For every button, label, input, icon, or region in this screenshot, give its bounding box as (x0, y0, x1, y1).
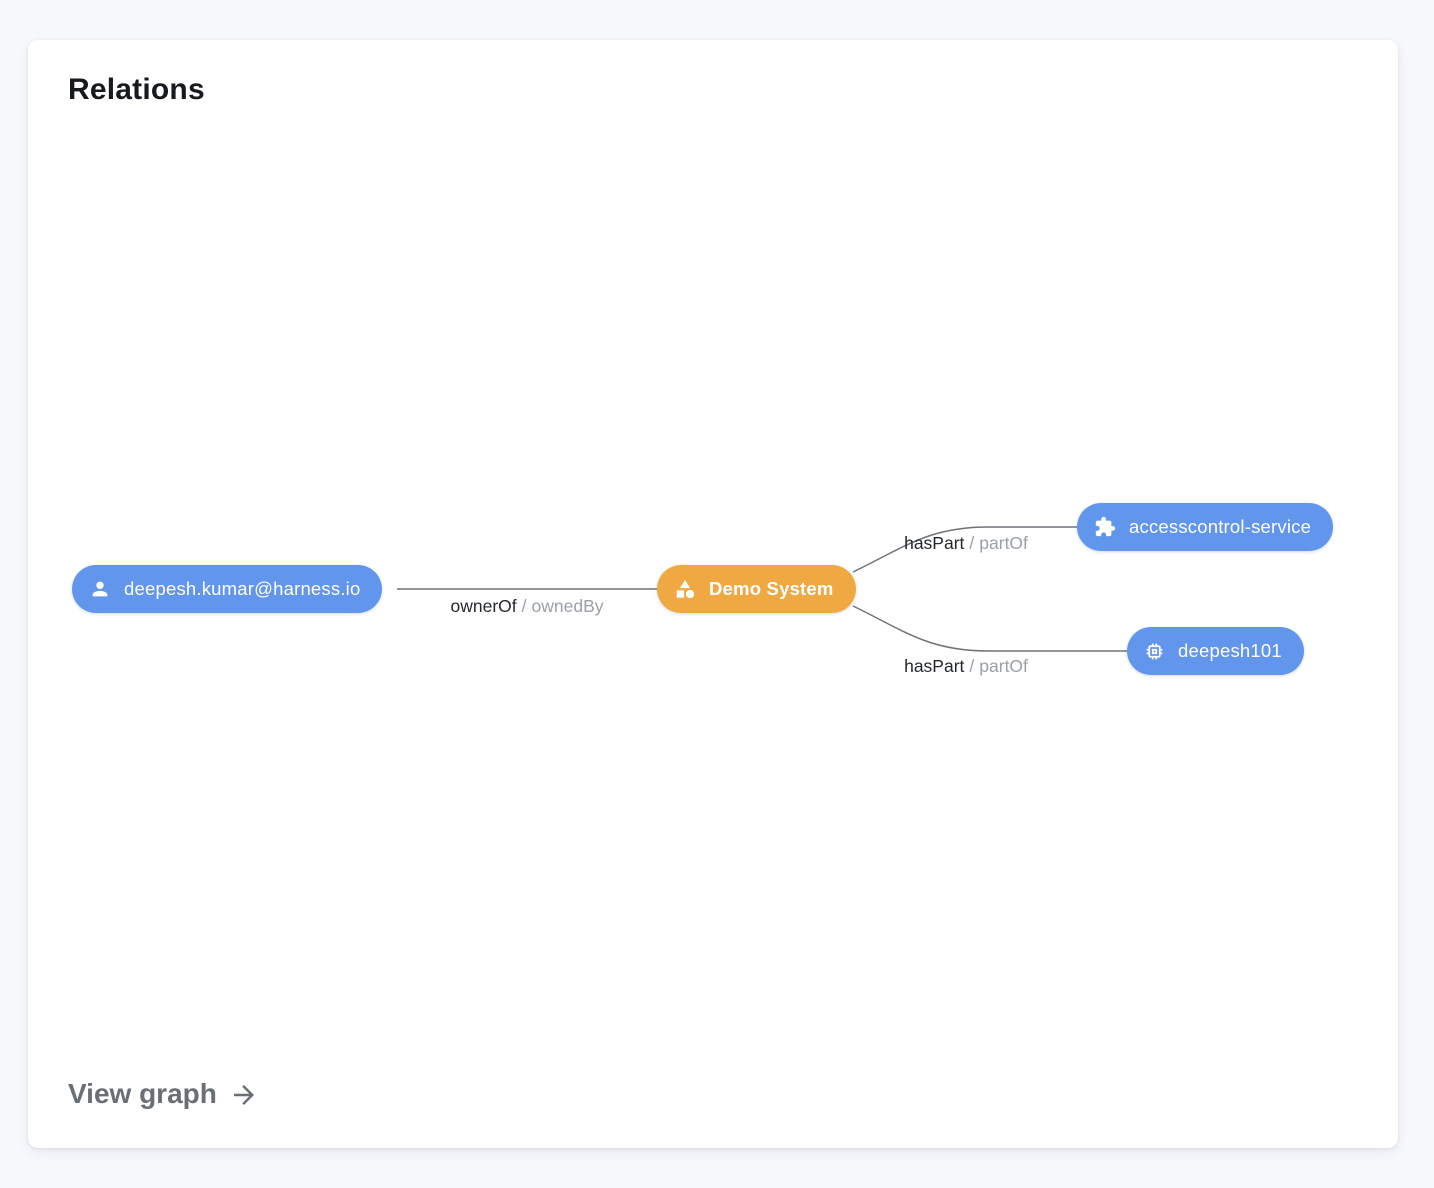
relations-edges (397, 526, 1127, 652)
node-label: deepesh.kumar@harness.io (124, 578, 361, 599)
edge-label-owner: ownerOf/ownedBy (450, 596, 603, 617)
edge-label-haspart-bottom: hasPart/partOf (904, 656, 1028, 677)
edge-relation-secondary: partOf (979, 656, 1028, 676)
relations-graph: deepesh.kumar@harness.io Demo System acc… (28, 40, 1398, 1148)
edge-relation-separator: / (969, 533, 975, 553)
view-graph-label: View graph (68, 1078, 217, 1109)
chip-icon (1144, 641, 1165, 662)
edge-relation-secondary: ownedBy (531, 596, 604, 616)
arrow-right-icon (229, 1078, 259, 1110)
node-system[interactable]: Demo System (657, 565, 856, 613)
edge-line-haspart-bottom (852, 605, 1127, 652)
edge-relation-primary: ownerOf (450, 596, 517, 616)
view-graph-link[interactable]: View graph (68, 1078, 259, 1110)
edge-line-haspart-top (852, 526, 1077, 573)
relations-card: Relations deepesh.kumar@harness.io Demo … (28, 40, 1398, 1148)
edge-relation-secondary: partOf (979, 533, 1028, 553)
puzzle-icon (1094, 516, 1116, 538)
node-component[interactable]: deepesh101 (1127, 627, 1304, 675)
node-user[interactable]: deepesh.kumar@harness.io (72, 565, 383, 613)
person-icon (89, 578, 111, 600)
node-label: deepesh101 (1178, 640, 1282, 661)
category-icon (674, 578, 696, 600)
edge-label-haspart-top: hasPart/partOf (904, 533, 1028, 554)
node-label: Demo System (709, 578, 834, 599)
edge-relation-separator: / (521, 596, 527, 616)
edge-relation-primary: hasPart (904, 656, 965, 676)
node-service[interactable]: accesscontrol-service (1077, 503, 1334, 551)
edge-relation-separator: / (969, 656, 975, 676)
card-title: Relations (68, 73, 205, 106)
edge-relation-primary: hasPart (904, 533, 965, 553)
node-label: accesscontrol-service (1129, 516, 1312, 537)
